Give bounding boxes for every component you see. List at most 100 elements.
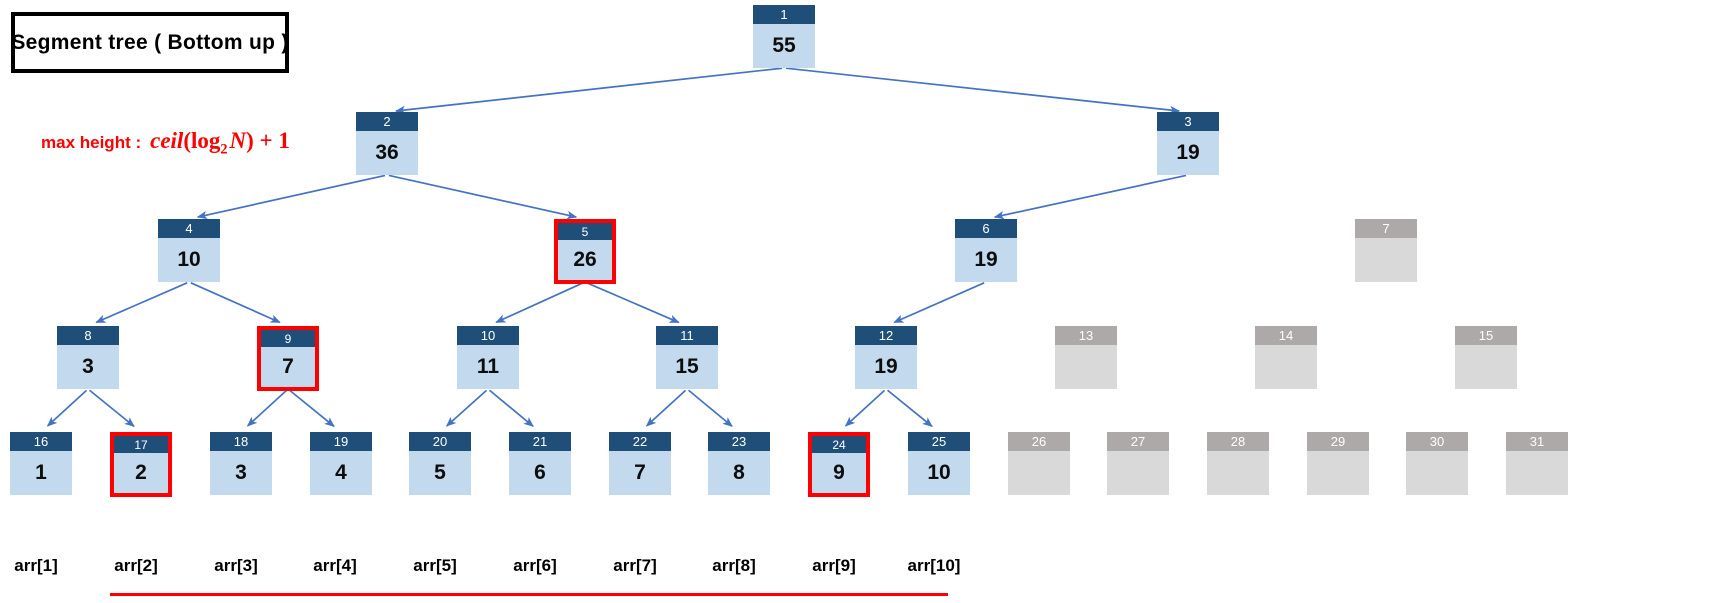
edge-9-to-18 [246, 389, 288, 427]
array-label-4: arr[4] [313, 556, 357, 575]
node-value-label [1455, 345, 1517, 389]
node-value-label: 1 [10, 451, 72, 495]
node-value-label: 4 [310, 451, 372, 495]
edge-10-to-21 [488, 389, 534, 427]
node-value-label: 36 [356, 131, 418, 175]
node-index-label: 8 [57, 326, 119, 345]
array-label-5: arr[5] [413, 556, 457, 575]
tree-node-30[interactable]: 30 [1406, 432, 1468, 495]
node-index-label: 31 [1506, 432, 1568, 451]
node-value-label [1055, 345, 1117, 389]
formula-expression: ceil(log2 N) + 1 [150, 128, 290, 158]
node-value-label: 55 [753, 24, 815, 68]
node-index-label: 5 [558, 223, 612, 240]
node-index-label: 18 [210, 432, 272, 451]
node-value-label [1406, 451, 1468, 495]
tree-node-7[interactable]: 7 [1355, 219, 1417, 282]
node-index-label: 29 [1307, 432, 1369, 451]
tree-node-13[interactable]: 13 [1055, 326, 1117, 389]
array-label-10: arr[10] [907, 556, 961, 575]
node-value-label [1307, 451, 1369, 495]
node-index-label: 21 [509, 432, 571, 451]
node-index-label: 6 [955, 219, 1017, 238]
node-value-label: 7 [609, 451, 671, 495]
edge-9-to-19 [289, 389, 335, 427]
title-box: Segment tree ( Bottom up ) [11, 12, 289, 73]
node-value-label: 7 [261, 347, 315, 387]
node-value-label [1207, 451, 1269, 495]
tree-node-14[interactable]: 14 [1255, 326, 1317, 389]
array-label-9: arr[9] [812, 556, 856, 575]
node-index-label: 2 [356, 112, 418, 131]
tree-node-31[interactable]: 31 [1506, 432, 1568, 495]
node-value-label: 10 [158, 238, 220, 282]
node-value-label: 8 [708, 451, 770, 495]
node-index-label: 28 [1207, 432, 1269, 451]
tree-node-26[interactable]: 26 [1008, 432, 1070, 495]
edge-6-to-12 [893, 282, 985, 324]
node-index-label: 19 [310, 432, 372, 451]
node-index-label: 4 [158, 219, 220, 238]
edge-11-to-22 [645, 389, 687, 427]
node-index-label: 12 [855, 326, 917, 345]
node-index-label: 15 [1455, 326, 1517, 345]
node-value-label: 10 [908, 451, 970, 495]
edge-8-to-17 [89, 389, 135, 427]
node-value-label: 6 [509, 451, 571, 495]
array-label-1: arr[1] [14, 556, 58, 575]
node-value-label: 5 [409, 451, 471, 495]
node-index-label: 11 [656, 326, 718, 345]
node-index-label: 23 [708, 432, 770, 451]
tree-node-29[interactable]: 29 [1307, 432, 1369, 495]
node-index-label: 13 [1055, 326, 1117, 345]
node-index-label: 30 [1406, 432, 1468, 451]
edge-1-to-2 [394, 67, 783, 115]
tree-node-27[interactable]: 27 [1107, 432, 1169, 495]
edge-12-to-25 [887, 389, 933, 427]
edge-2-to-4 [196, 174, 386, 220]
node-value-label [1506, 451, 1568, 495]
node-value-label: 19 [855, 345, 917, 389]
node-index-label: 22 [609, 432, 671, 451]
page-title: Segment tree ( Bottom up ) [11, 30, 289, 54]
node-index-label: 17 [114, 436, 168, 453]
tree-node-15[interactable]: 15 [1455, 326, 1517, 389]
node-index-label: 26 [1008, 432, 1070, 451]
node-value-label [1255, 345, 1317, 389]
node-index-label: 14 [1255, 326, 1317, 345]
tree-node-28[interactable]: 28 [1207, 432, 1269, 495]
formula-prefix: max height : [41, 133, 142, 152]
edge-1-to-3 [785, 67, 1181, 115]
array-label-2: arr[2] [114, 556, 158, 575]
node-value-label: 9 [812, 453, 866, 493]
query-range-underline [110, 593, 948, 596]
array-label-3: arr[3] [214, 556, 258, 575]
node-index-label: 3 [1157, 112, 1219, 131]
node-value-label [1008, 451, 1070, 495]
node-index-label: 16 [10, 432, 72, 451]
node-index-label: 24 [812, 436, 866, 453]
